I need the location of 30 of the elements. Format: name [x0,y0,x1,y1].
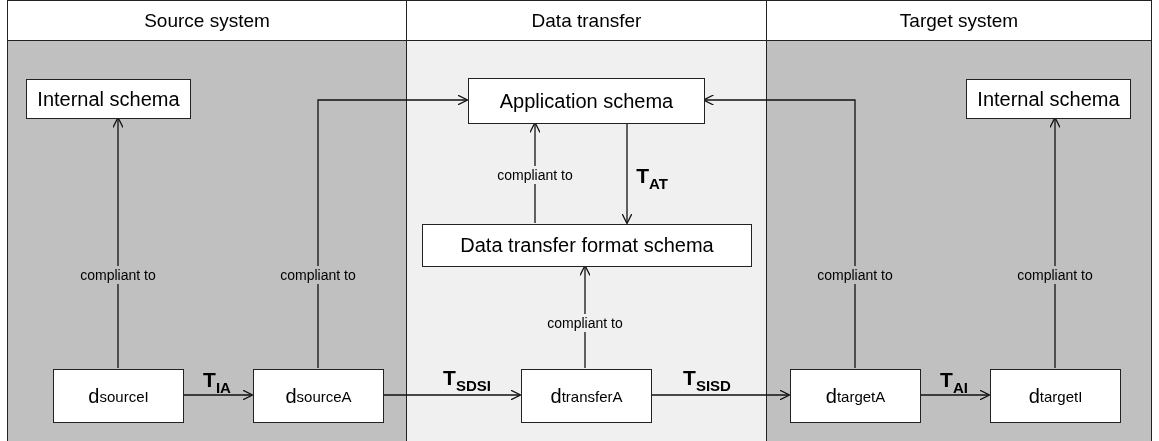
column-panel [7,0,407,441]
edge-label: T$_{AI}$ [939,367,969,397]
schema-box: Internal schema [26,79,191,119]
edge-label: T$_{IA}$ [202,367,232,397]
arrow [317,94,469,369]
arrow [621,122,633,225]
arrow [702,94,856,369]
edge-label: compliant to [494,166,576,184]
arrow [112,116,124,369]
column-heading: Target system [899,9,1019,33]
edge-label: T$_{SDSI}$ [442,365,492,395]
schema-box: Data transfer format schema [422,224,752,267]
arrow [182,389,254,401]
arrow [650,389,791,401]
edge-label: compliant to [277,266,359,284]
edge-label: compliant to [77,266,159,284]
edge-label: compliant to [814,266,896,284]
column-heading: Source system [144,9,270,33]
edge-label: compliant to [544,314,626,332]
arrow [919,389,991,401]
column-heading: Data transfer [531,9,642,33]
column-panel [766,0,1152,441]
arrow [1049,116,1061,369]
column-panel [406,0,767,441]
edge-label: T$_{SISD}$ [682,365,732,395]
schema-box: Internal schema [966,79,1131,119]
schema-box: Application schema [468,78,705,124]
arrow [382,389,522,401]
edge-label: T$_{AT}$ [635,163,669,193]
edge-label: compliant to [1014,266,1096,284]
